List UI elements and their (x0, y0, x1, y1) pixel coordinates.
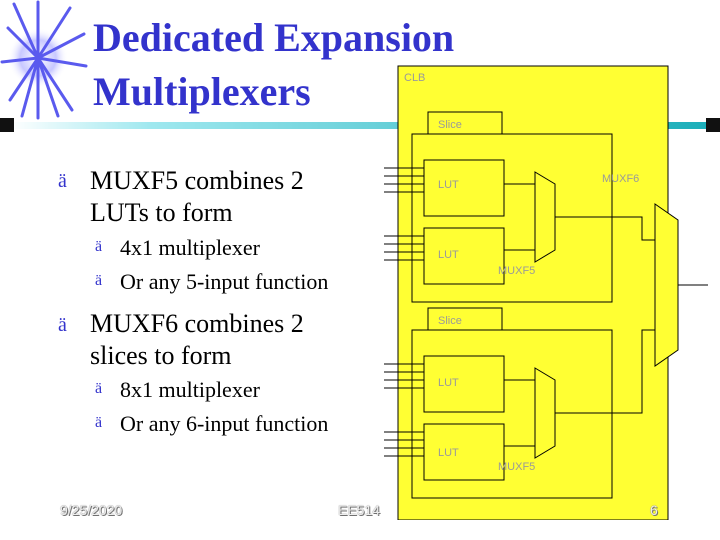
muxf5-shape (534, 171, 556, 263)
footer-course: EE514 (338, 502, 381, 518)
sub-bullet-text: Or any 5-input function (120, 269, 329, 294)
title-line-2: Multiplexers (93, 69, 311, 114)
bullet-icon: ä (58, 170, 67, 192)
muxf5-shape (534, 367, 556, 459)
slice-body (411, 329, 613, 499)
slice-label: Slice (438, 119, 462, 131)
clb-label: CLB (404, 72, 425, 84)
sub-bullet-text: Or any 6-input function (120, 411, 329, 436)
sub-bullet-text: 4x1 multiplexer (120, 235, 260, 260)
lut-label: LUT (438, 447, 459, 459)
bullet-icon: ä (95, 380, 103, 397)
bullet-icon: ä (95, 414, 103, 431)
lut-box (423, 227, 505, 285)
muxf6-label: MUXF6 (602, 173, 639, 185)
title-divider-bar (10, 122, 710, 129)
title-divider-end (706, 118, 720, 132)
lut-box (423, 423, 505, 481)
lut-label: LUT (438, 377, 459, 389)
slice-body (411, 133, 613, 303)
muxf5-label: MUXF5 (498, 265, 535, 277)
starburst-logo-icon (0, 0, 88, 120)
sub-bullet-text: 8x1 multiplexer (120, 377, 260, 402)
lut-box (423, 159, 505, 217)
lut-label: LUT (438, 179, 459, 191)
muxf5-label: MUXF5 (498, 461, 535, 473)
bullet-text: MUXF6 combines 2 slices to form (90, 309, 304, 370)
clb-diagram: CLB Slice LUT LUT MUXF5 Slice LUT LUT MU… (384, 65, 708, 520)
bullet-text: MUXF5 combines 2 LUTs to form (90, 166, 304, 227)
bullet-icon: ä (95, 272, 103, 289)
slice-label: Slice (438, 315, 462, 327)
muxf6-shape (654, 203, 679, 367)
title-line-1: Dedicated Expansion (93, 15, 455, 60)
bullet-icon: ä (95, 238, 103, 255)
footer-page-number: 6 (650, 502, 658, 518)
footer-date: 9/25/2020 (60, 502, 123, 518)
lut-box (423, 355, 505, 413)
lut-label: LUT (438, 249, 459, 261)
bullet-icon: ä (58, 314, 67, 336)
title-divider-end (0, 118, 14, 132)
input-pins (384, 167, 424, 457)
